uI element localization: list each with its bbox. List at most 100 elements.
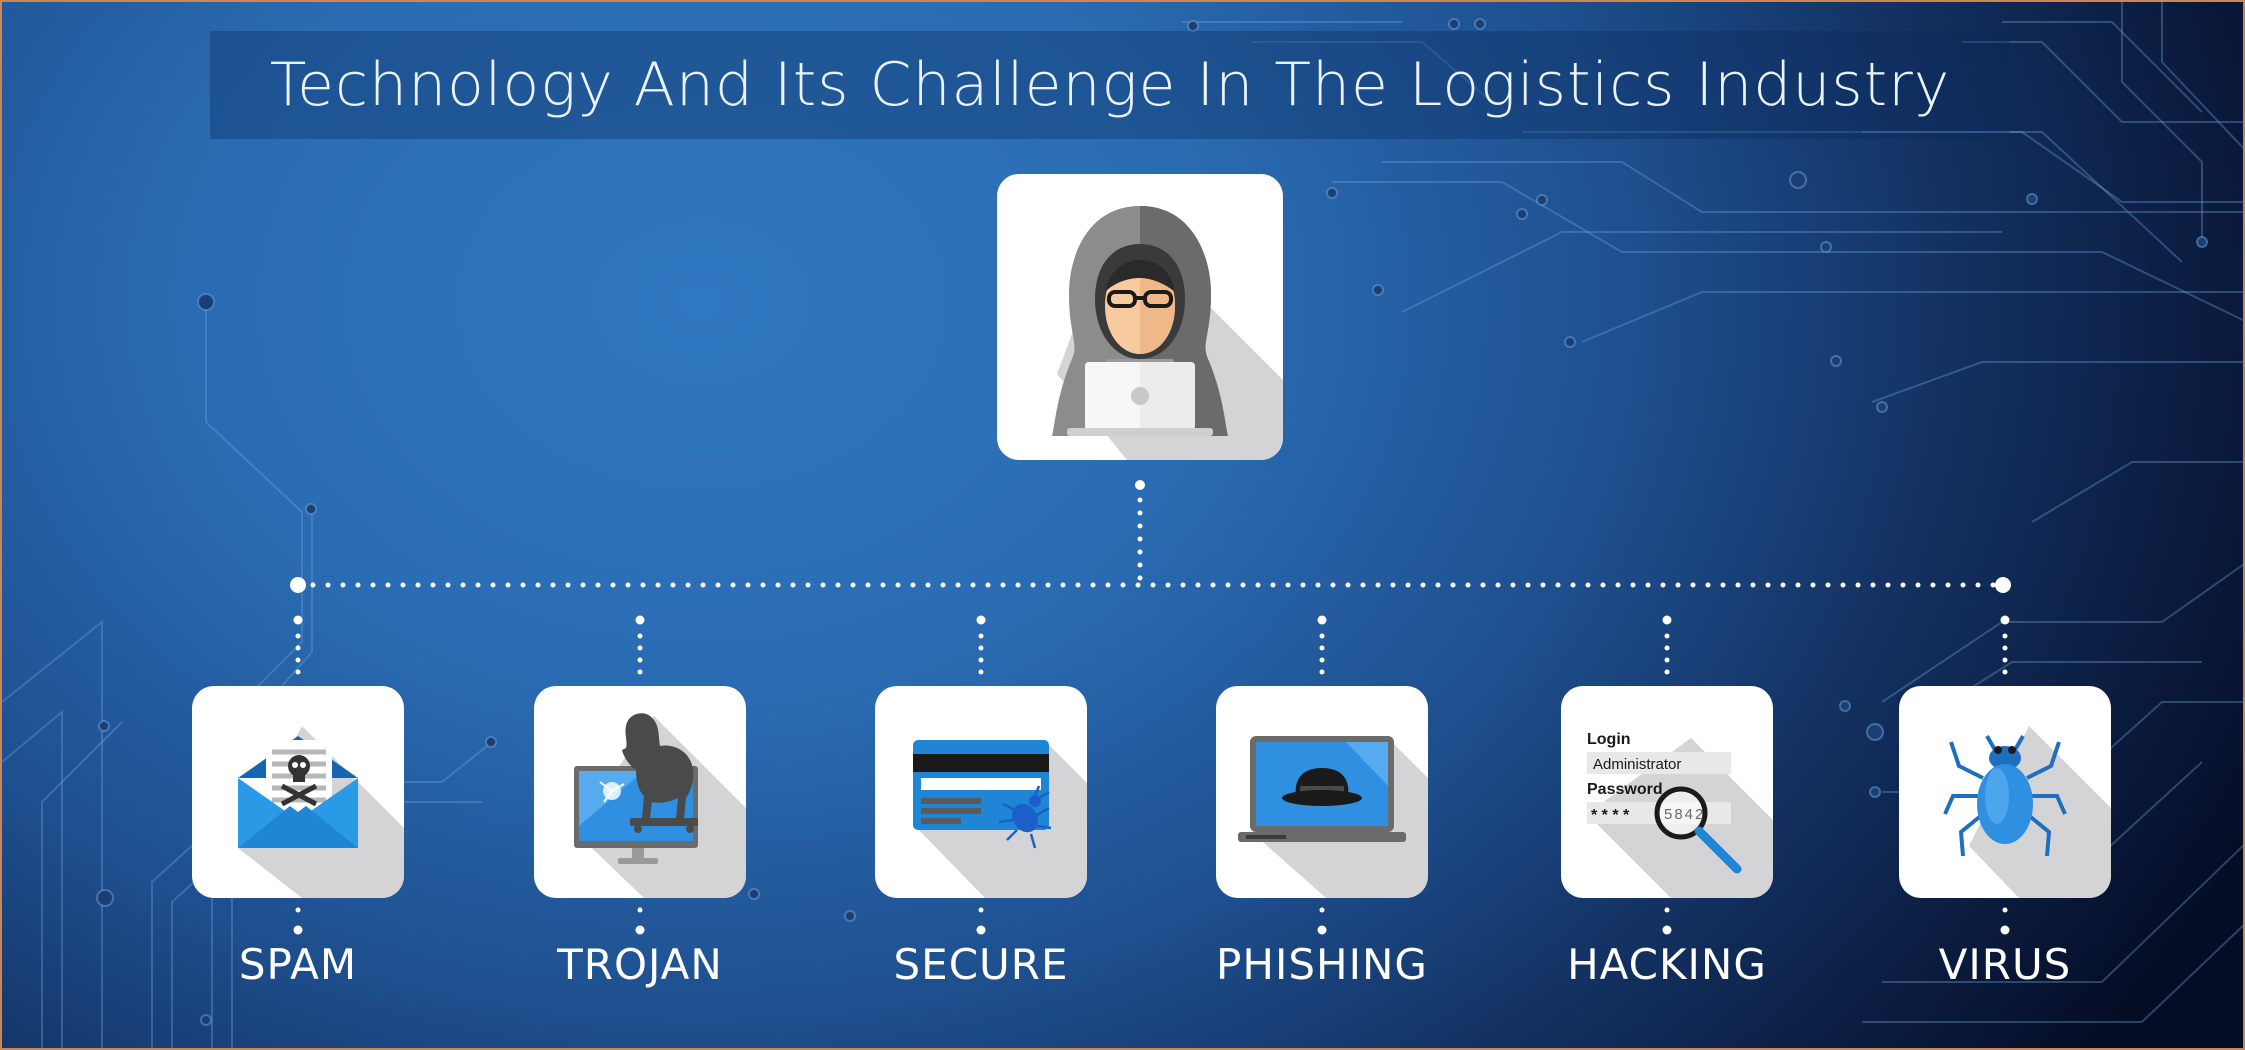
connector-dot <box>1615 582 1621 588</box>
connector-dot <box>355 582 361 588</box>
connector-dot <box>790 582 796 588</box>
phishing-laptop-icon <box>1238 736 1428 898</box>
connector-dot <box>1137 562 1143 568</box>
connector-dot <box>1450 582 1456 588</box>
hub-card <box>997 174 1283 460</box>
connector-dot <box>475 582 481 588</box>
connector-dot <box>505 582 511 588</box>
connector-dot <box>1840 582 1846 588</box>
credit-card-bug-icon <box>913 740 1087 898</box>
connector-dot <box>1645 582 1651 588</box>
connector-dot <box>1120 582 1126 588</box>
connector-dot <box>1664 669 1670 675</box>
trojan-horse-icon <box>574 713 746 898</box>
connector-dot <box>730 582 736 588</box>
connector-dot <box>1600 582 1606 588</box>
connector-dot <box>1750 582 1756 588</box>
password-label: Password <box>1587 781 1663 798</box>
login-value: Administrator <box>1593 756 1681 773</box>
connector-dot <box>1435 582 1441 588</box>
connector-endpoint <box>1135 480 1145 490</box>
connector-dot <box>1690 582 1696 588</box>
node-label-trojan: TROJAN <box>557 940 723 989</box>
connector-dot <box>1030 582 1036 588</box>
connector-dot <box>1795 582 1801 588</box>
connector-dot <box>978 907 984 913</box>
connector-dot <box>1210 582 1216 588</box>
page-title: Technology And Its Challenge In The Logi… <box>269 50 1951 120</box>
connector-dot <box>295 645 301 651</box>
connector-endpoint <box>2000 615 2010 625</box>
connector-endpoint <box>293 925 303 935</box>
connector-dot <box>1540 582 1546 588</box>
connector-dot <box>565 582 571 588</box>
connector-dot <box>1319 645 1325 651</box>
connector-dot <box>340 582 346 588</box>
node-card-hacking: Login Administrator Password * * * * 584… <box>1561 686 1773 898</box>
connector-dot <box>1510 582 1516 588</box>
connector-dot <box>445 582 451 588</box>
connector-dot <box>670 582 676 588</box>
connector-dot <box>2002 657 2008 663</box>
connector-dot <box>637 657 643 663</box>
connector-dot <box>1780 582 1786 588</box>
connector-dot <box>978 657 984 663</box>
connector-dot <box>535 582 541 588</box>
connector-dot <box>610 582 616 588</box>
connector-dot <box>1137 549 1143 555</box>
node-card-phishing <box>1216 686 1428 898</box>
connector-dot <box>1319 657 1325 663</box>
connector-dot <box>835 582 841 588</box>
connector-dot <box>1810 582 1816 588</box>
connector-endpoint <box>2000 925 2010 935</box>
connector-dot <box>955 582 961 588</box>
connector-dot <box>1664 657 1670 663</box>
connector-endpoint <box>976 615 986 625</box>
connector-dot <box>1915 582 1921 588</box>
connector-dot <box>1060 582 1066 588</box>
connector-dot <box>880 582 886 588</box>
node-card-virus <box>1899 686 2111 898</box>
connector-dot <box>637 645 643 651</box>
connector-dot <box>1975 582 1981 588</box>
node-card-spam <box>192 686 404 898</box>
connector-endpoint <box>293 615 303 625</box>
connector-dot <box>1137 510 1143 516</box>
connector-endpoint <box>1662 615 1672 625</box>
connector-dot <box>295 907 301 913</box>
title-banner: Technology And Its Challenge In The Logi… <box>210 31 2010 139</box>
connector-endpoint <box>290 577 306 593</box>
connector-dot <box>1420 582 1426 588</box>
connector-dot <box>700 582 706 588</box>
connector-dot <box>2002 669 2008 675</box>
connector-endpoint <box>1317 615 1327 625</box>
connector-dot <box>1825 582 1831 588</box>
connector-dot <box>978 633 984 639</box>
connector-dot <box>1319 669 1325 675</box>
connector-dot <box>1495 582 1501 588</box>
connector-dot <box>580 582 586 588</box>
connector-endpoint <box>1662 925 1672 935</box>
connector-dot <box>295 669 301 675</box>
connector-dot <box>400 582 406 588</box>
connector-dot <box>1375 582 1381 588</box>
connector-dot <box>1075 582 1081 588</box>
connector-dot <box>1090 582 1096 588</box>
connector-dot <box>625 582 631 588</box>
connector-dot <box>1137 497 1143 503</box>
connector-dot <box>1765 582 1771 588</box>
connector-dot <box>460 582 466 588</box>
connector-dot <box>1664 645 1670 651</box>
connector-endpoint <box>976 925 986 935</box>
password-login-icon: Login Administrator Password * * * * 584… <box>1587 731 1773 898</box>
connector-dot <box>685 582 691 588</box>
connector-dot <box>1270 582 1276 588</box>
connector-dot <box>1960 582 1966 588</box>
connector-dot <box>637 633 643 639</box>
connector-dot <box>1150 582 1156 588</box>
connector-dot <box>775 582 781 588</box>
connector-dot <box>1390 582 1396 588</box>
connector-dot <box>1045 582 1051 588</box>
connector-dot <box>1885 582 1891 588</box>
